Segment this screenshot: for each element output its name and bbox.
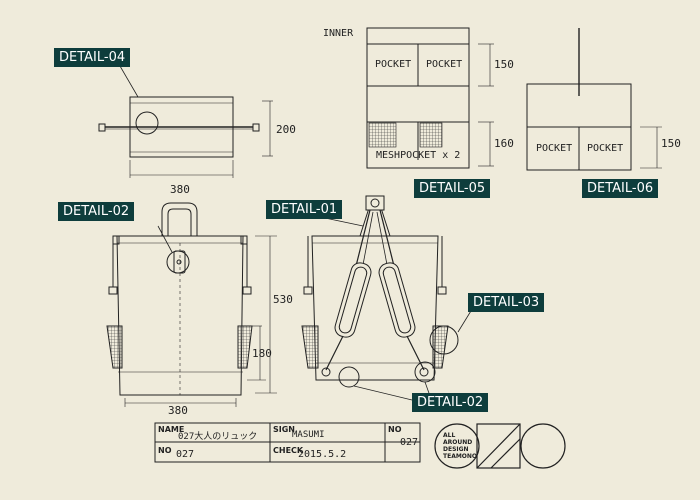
detail-01-tag: DETAIL-01	[266, 200, 343, 219]
top-depth-dimension: 200	[276, 123, 296, 136]
front-pocket-height-dimension: 180	[252, 347, 272, 360]
inner-upper-dimension: 150	[494, 58, 514, 71]
inner-lower-dimension: 160	[494, 137, 514, 150]
front-width-dimension: 380	[168, 404, 188, 417]
logo-line-2: AROUND	[443, 439, 473, 446]
top-width-dimension: 380	[170, 183, 190, 196]
top-view	[98, 65, 273, 178]
logo-line-4: TEAMONO	[443, 453, 478, 460]
meshpocket-label: MESHPOCKET x 2	[376, 150, 461, 161]
front-view	[106, 202, 277, 407]
no-value: 027	[176, 449, 195, 460]
no-value-right: 027	[400, 437, 419, 448]
name-value: 027大人のリュック	[178, 432, 258, 442]
logo-line-1: ALL	[443, 432, 456, 439]
inner-pocket-right-label: POCKET	[426, 59, 463, 70]
logo-mark	[434, 423, 566, 469]
detail-02-front-tag: DETAIL-02	[58, 202, 135, 221]
title-block-frame	[154, 422, 421, 463]
inner-view	[366, 27, 494, 169]
detail-04-tag: DETAIL-04	[54, 48, 131, 67]
sign-value: MASUMI	[292, 430, 325, 440]
detail-02-back-tag: DETAIL-02	[412, 393, 489, 412]
detail-03-tag: DETAIL-03	[468, 293, 545, 312]
inner-pocket-left-label: POCKET	[375, 59, 412, 70]
check-value: 2015.5.2	[298, 449, 347, 460]
outer-pocket-view	[526, 28, 662, 171]
check-label: CHECK	[273, 446, 304, 455]
detail-06-tag: DETAIL-06	[582, 179, 659, 198]
detail-05-tag: DETAIL-05	[414, 179, 491, 198]
sign-label: SIGN	[273, 425, 295, 434]
inner-label: INNER	[323, 28, 354, 39]
no-label: NO	[158, 446, 172, 455]
outer-pocket-right-label: POCKET	[587, 143, 624, 154]
outer-pocket-dimension: 150	[661, 137, 681, 150]
logo-line-3: DESIGN	[443, 446, 469, 453]
name-label: NAME	[158, 425, 185, 434]
front-height-dimension: 530	[273, 293, 293, 306]
back-view	[301, 195, 475, 401]
outer-pocket-left-label: POCKET	[536, 143, 573, 154]
no-label-right: NO	[388, 425, 402, 434]
